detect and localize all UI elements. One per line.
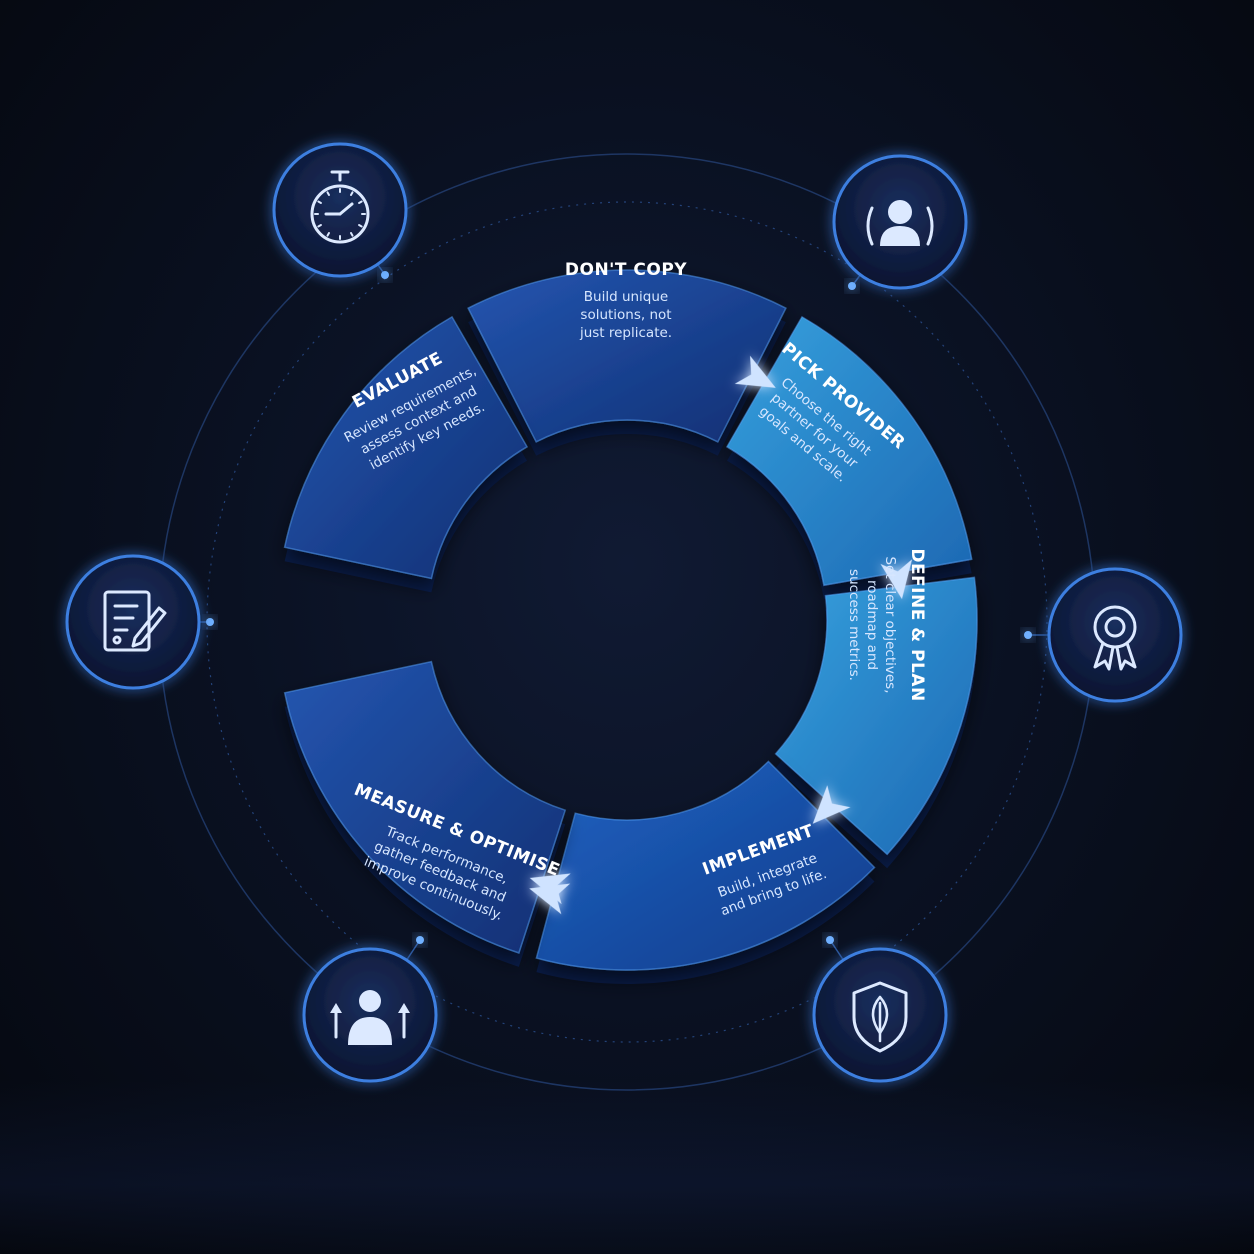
award-badge-icon (1093, 605, 1137, 671)
connector-arrow-icon (734, 355, 776, 388)
step-title: DEFINE & PLAN (907, 548, 927, 701)
icon-ring (65, 554, 201, 690)
step-label-group: DON'T COPY Build unique solutions, not just… (565, 260, 687, 341)
stopwatch-icon (310, 170, 370, 244)
step-title: DON'T COPY (565, 260, 687, 280)
connector-arrow-icon (812, 785, 851, 824)
tether-node (826, 936, 834, 944)
user-profile-icon (866, 200, 934, 246)
award-badge-icon-badge (1047, 567, 1183, 703)
icon-ring (272, 142, 408, 278)
user-profile-icon-badge (832, 154, 968, 290)
tether-node (206, 618, 214, 626)
orbit-icons (65, 142, 1183, 1083)
segment-implement (535, 760, 876, 971)
step-description-line: roadmap and (864, 580, 880, 670)
tether-node (1024, 631, 1032, 639)
step-description-line: success metrics. (846, 569, 862, 681)
icon-ring (302, 947, 438, 1083)
cycle-connectors (529, 355, 913, 915)
stopwatch-icon-badge (272, 142, 408, 278)
shield-leaf-icon (852, 981, 908, 1053)
inner-orbit-ring (206, 201, 1048, 1043)
tether-node (848, 282, 856, 290)
step-description-line: Set clear objectives, (882, 556, 898, 693)
person-growth-icon (330, 990, 410, 1045)
step-description-line: just replicate. (579, 325, 672, 341)
checklist-pen-icon (103, 590, 167, 652)
connector-arrow-icon (880, 559, 913, 600)
segment-pick-provider (725, 315, 973, 587)
person-growth-icon-badge (302, 947, 438, 1083)
step-description-line: solutions, not (580, 307, 671, 323)
tether-node (416, 936, 424, 944)
segment-define-plan (774, 576, 978, 856)
segment-dont-copy (467, 269, 787, 443)
step-description-line: Build unique (584, 289, 668, 305)
shield-leaf-icon-badge (812, 947, 948, 1083)
segment-evaluate (283, 315, 529, 580)
checklist-pen-icon-badge (65, 554, 201, 690)
floor-reflection (0, 1080, 1254, 1254)
connector-arrow-icon (529, 883, 571, 915)
tether-node (381, 271, 389, 279)
step-label-group: DEFINE & PLAN Set clear objectives,roadma… (846, 548, 927, 701)
segment-measure-optimise (283, 660, 567, 954)
